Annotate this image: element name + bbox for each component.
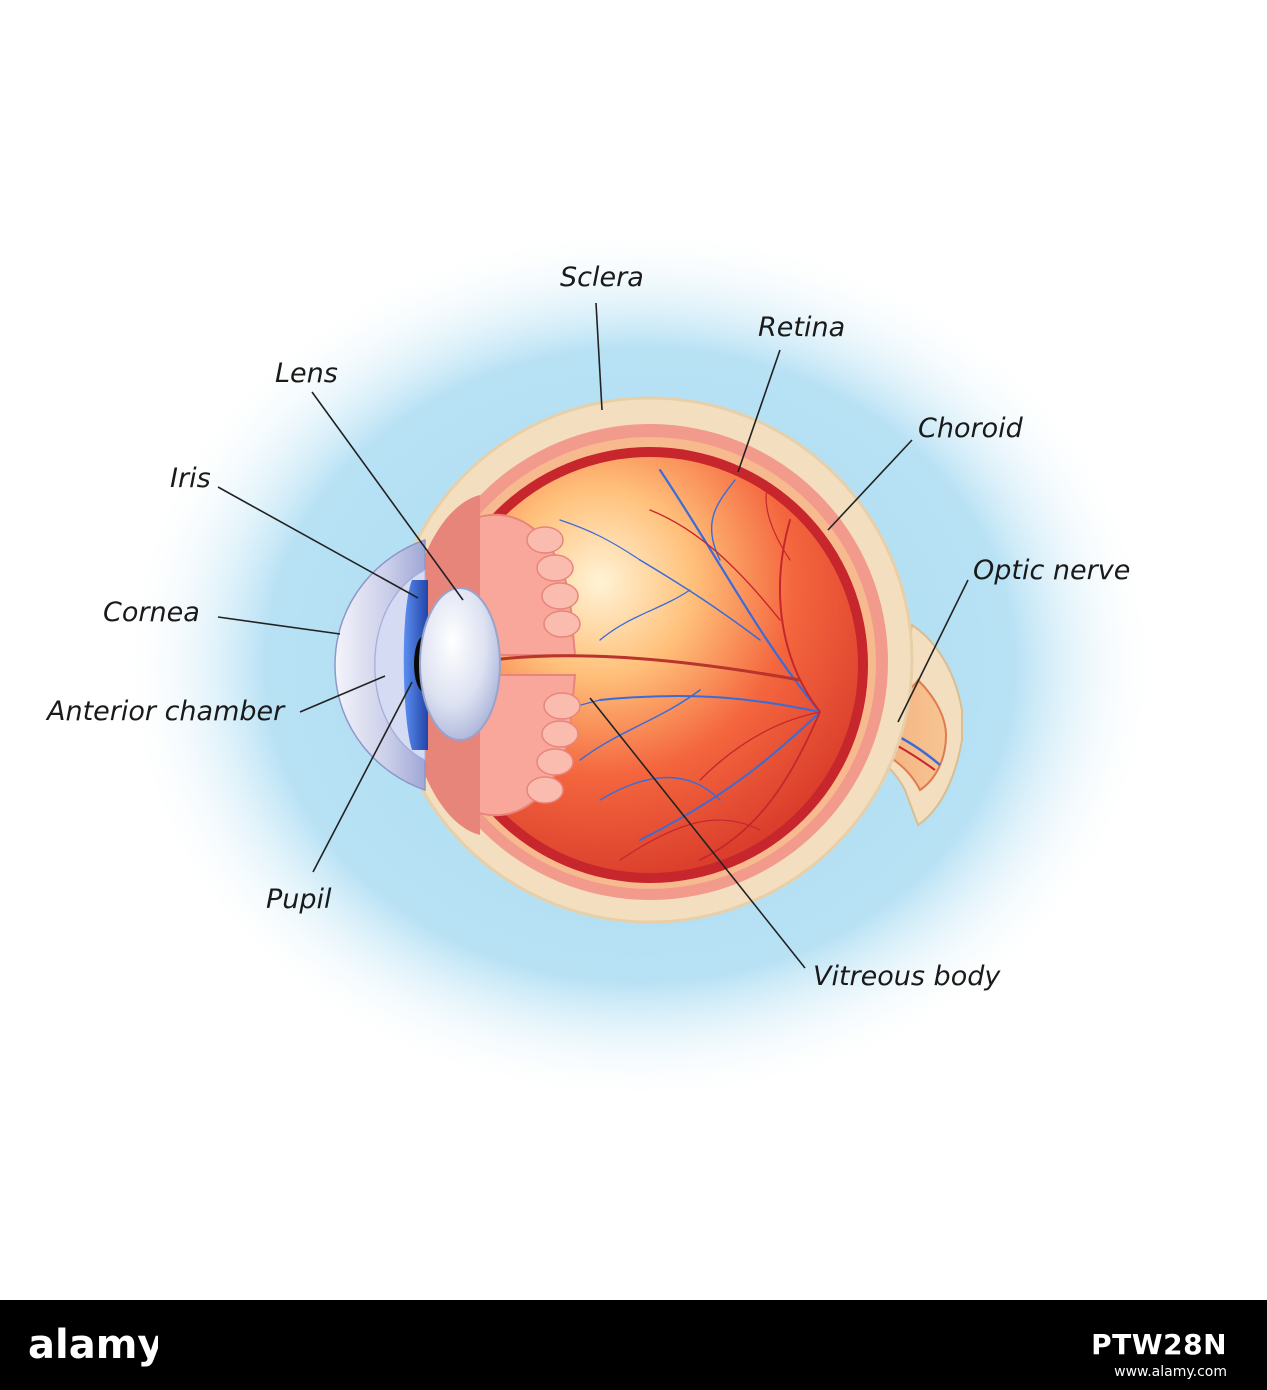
leader-vitreous-body xyxy=(589,697,806,969)
alamy-logo-text: alamy xyxy=(28,1322,158,1368)
leader-cornea xyxy=(217,616,341,635)
alamy-logo: alamy xyxy=(28,1322,158,1368)
leader-retina xyxy=(737,349,781,473)
label-choroid: Choroid xyxy=(918,413,1024,444)
label-iris: Iris xyxy=(170,463,211,494)
leader-sclera xyxy=(595,302,603,411)
ciliary-body xyxy=(469,513,801,817)
lens xyxy=(419,587,501,741)
leader-lens xyxy=(311,391,464,601)
label-optic-nerve: Optic nerve xyxy=(973,555,1130,586)
watermark-footer: alamy PTW28N www.alamy.com xyxy=(0,1300,1267,1390)
leader-anterior-chamber xyxy=(299,675,386,713)
leader-iris xyxy=(217,486,419,599)
leader-choroid xyxy=(827,439,913,531)
label-sclera: Sclera xyxy=(560,262,644,293)
leader-pupil xyxy=(312,681,413,873)
label-lens: Lens xyxy=(275,358,338,389)
label-retina: Retina xyxy=(758,312,845,343)
leader-lines xyxy=(217,302,969,969)
eye-anatomy-diagram: Sclera Retina Lens Choroid Iris Optic ne… xyxy=(45,225,1160,1105)
label-vitreous-body: Vitreous body xyxy=(813,961,1001,992)
footer-url: www.alamy.com xyxy=(1114,1364,1227,1380)
retinal-vessels xyxy=(499,468,822,861)
leader-optic-nerve xyxy=(897,579,969,723)
image-id: PTW28N xyxy=(1091,1328,1227,1361)
label-cornea: Cornea xyxy=(103,597,200,628)
label-anterior-chamber: Anterior chamber xyxy=(45,696,286,727)
label-pupil: Pupil xyxy=(266,884,332,915)
